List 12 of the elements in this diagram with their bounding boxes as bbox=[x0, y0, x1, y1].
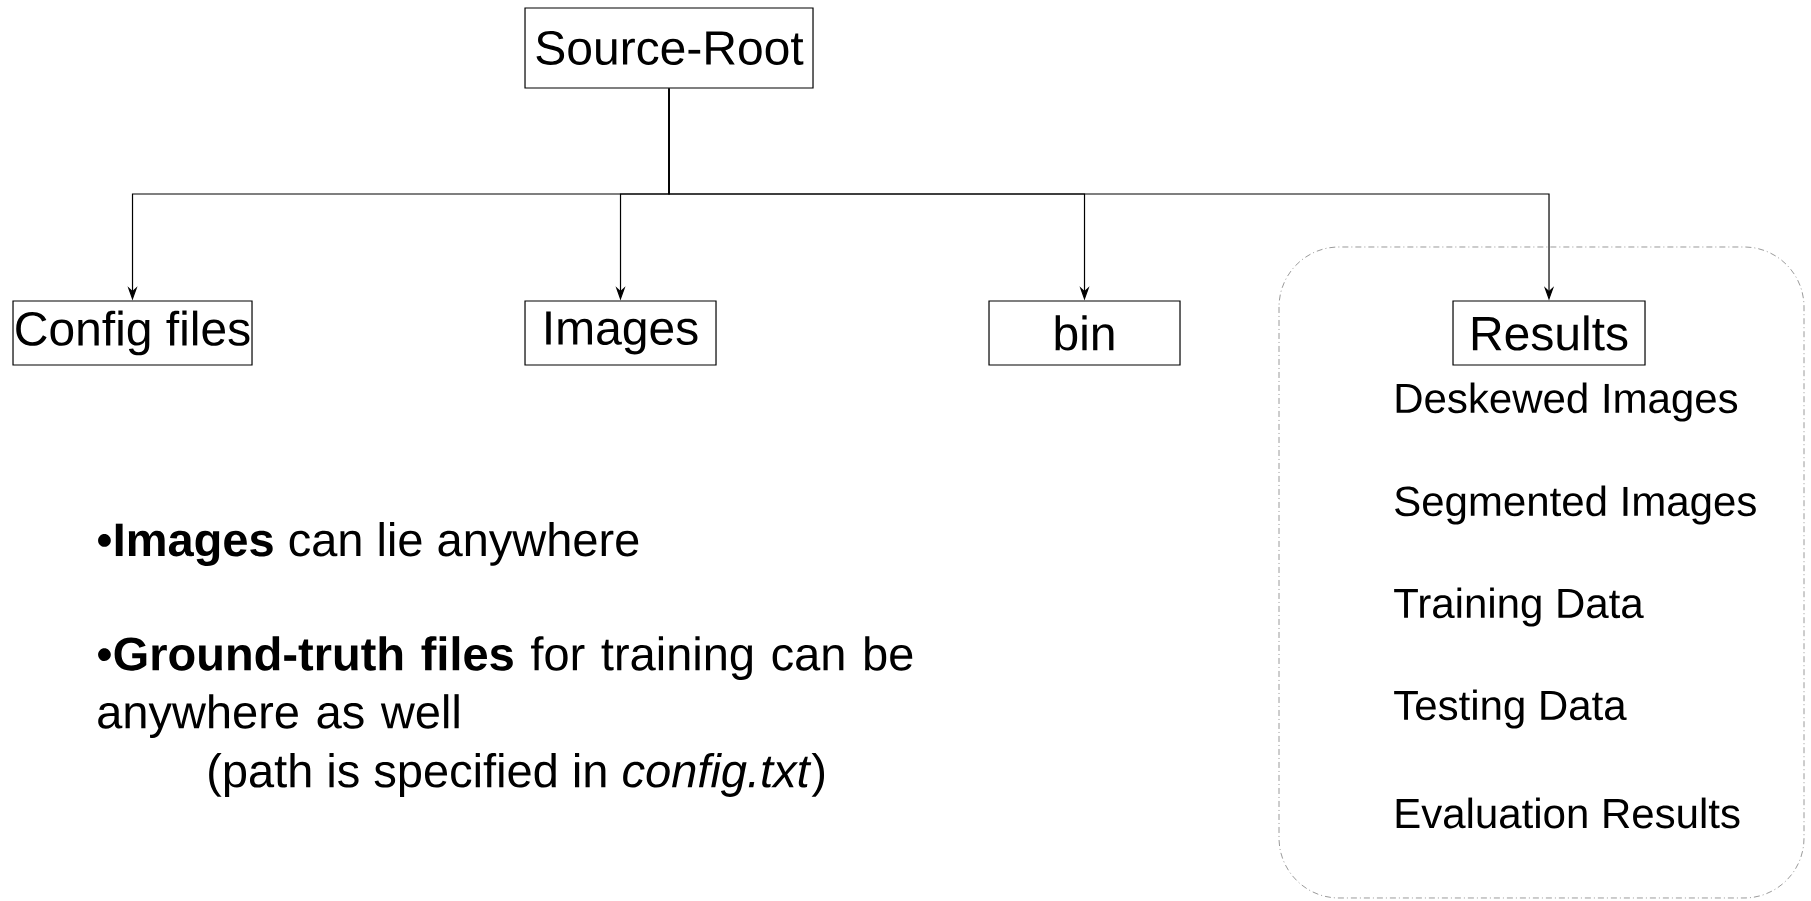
folder-box: Images bbox=[524, 300, 717, 366]
list-item: Segmented Images bbox=[1395, 485, 1756, 525]
list-item: Training Data bbox=[1394, 587, 1644, 627]
folder-box: Source-Root bbox=[524, 7, 814, 89]
folder-box: Config files bbox=[12, 300, 253, 366]
folder-box: bin bbox=[988, 300, 1181, 366]
list-item: Evaluation Results bbox=[1396, 797, 1740, 829]
folder-box: Results bbox=[1452, 300, 1646, 366]
list-item: Deskewed Images bbox=[1396, 382, 1738, 422]
note-text: •Images can lie anywhere bbox=[98, 521, 639, 566]
list-item: Testing Data bbox=[1394, 689, 1627, 729]
note-text: (path is specified in config.txt) bbox=[209, 753, 825, 797]
